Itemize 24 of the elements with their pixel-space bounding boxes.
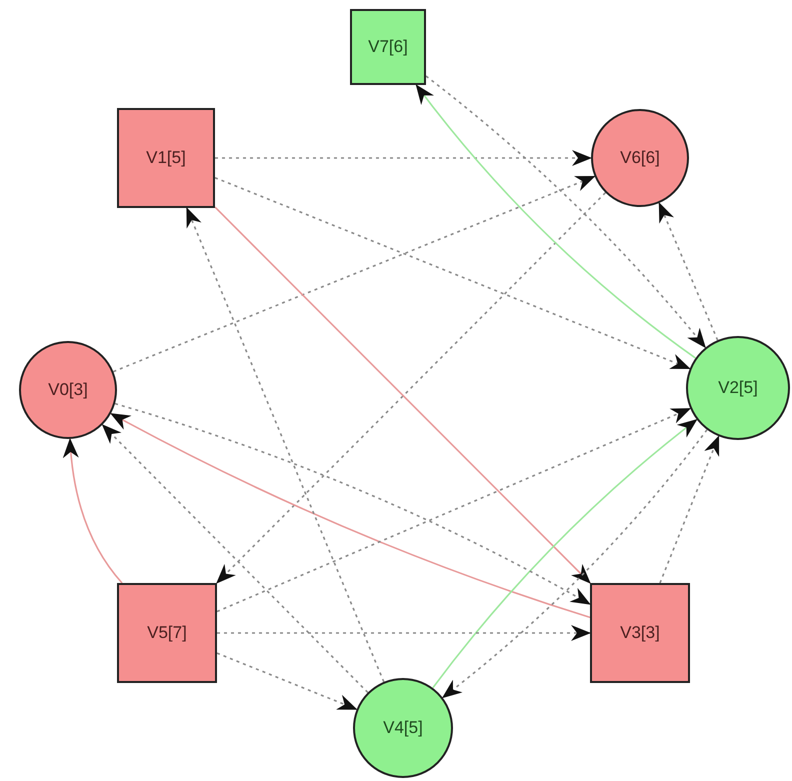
- vertex-label: V7[6]: [368, 37, 408, 57]
- arrow: [217, 625, 591, 641]
- arrow: [102, 424, 368, 694]
- vertex-square: [117, 108, 215, 208]
- arrow: [215, 150, 592, 166]
- vertex-circle: [686, 336, 790, 440]
- arrow: [113, 176, 596, 372]
- vertex-label: V0[3]: [48, 380, 88, 400]
- vertex-label: V5[7]: [147, 623, 187, 643]
- arrow: [214, 176, 691, 370]
- vertex-square: [590, 583, 690, 683]
- arrow: [216, 408, 692, 612]
- vertex-square: [350, 9, 426, 85]
- vertex-square: [117, 583, 217, 683]
- vertex-label: V1[5]: [146, 148, 186, 168]
- arrow: [63, 438, 123, 584]
- arrow: [216, 652, 358, 710]
- vertex-label: V4[5]: [383, 718, 423, 738]
- vertex-label: V3[3]: [620, 623, 660, 643]
- vertex-label: V2[5]: [718, 378, 758, 398]
- vertex-label: V6[6]: [620, 148, 660, 168]
- arrow: [658, 202, 718, 340]
- arrow: [186, 207, 385, 682]
- arrow: [659, 435, 720, 584]
